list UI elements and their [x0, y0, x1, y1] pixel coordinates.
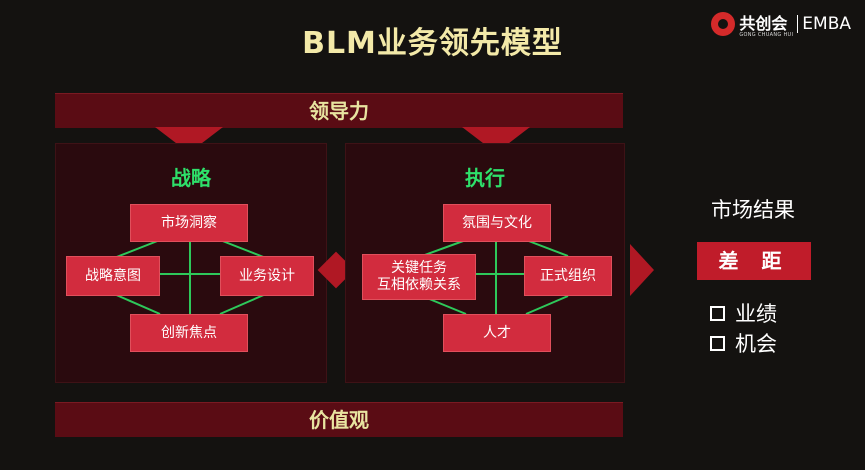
execution-panel: 执行 氛围与文化 关键任务 互相依赖关系 正式组织 人才 [345, 143, 625, 383]
logo-text-group: 共创会 GONG CHUANG HUI [739, 10, 793, 38]
values-band: 价值观 [55, 402, 623, 437]
critical-tasks-line1: 关键任务 [391, 260, 447, 276]
strategy-title: 战略 [171, 166, 211, 190]
checkbox-icon [710, 305, 725, 321]
leadership-band: 领导力 [55, 93, 623, 128]
climate-culture-box: 氛围与文化 [443, 204, 551, 242]
market-insight-box: 市场洞察 [130, 204, 248, 242]
logo-subtitle: GONG CHUANG HUI [739, 32, 794, 38]
logo-name: 共创会 [739, 14, 788, 33]
formal-organization-box: 正式组织 [524, 256, 612, 296]
result-item-label: 机会 [735, 332, 777, 356]
execution-title: 执行 [465, 166, 505, 190]
checkbox-icon [710, 335, 725, 351]
innovation-focus-box: 创新焦点 [130, 314, 248, 352]
result-item-label: 业绩 [735, 302, 777, 326]
result-item-opportunity: 机会 [710, 328, 777, 358]
talent-box: 人才 [443, 314, 551, 352]
business-design-box: 业务设计 [220, 256, 314, 296]
gap-box: 差 距 [697, 242, 811, 280]
brand-logo: 共创会 GONG CHUANG HUI EMBA [711, 10, 851, 38]
strategy-panel: 战略 市场洞察 战略意图 业务设计 创新焦点 [55, 143, 327, 383]
critical-tasks-box: 关键任务 互相依赖关系 [362, 254, 476, 300]
logo-brand: EMBA [802, 14, 851, 34]
strategic-intent-box: 战略意图 [66, 256, 160, 296]
logo-mark-icon [711, 12, 736, 36]
result-arrow-icon [630, 244, 654, 296]
market-result-title: 市场结果 [711, 198, 795, 222]
logo-divider [797, 15, 799, 33]
result-item-performance: 业绩 [710, 298, 777, 328]
slide-title: BLM业务领先模型 [302, 26, 563, 61]
critical-tasks-line2: 互相依赖关系 [377, 277, 461, 293]
